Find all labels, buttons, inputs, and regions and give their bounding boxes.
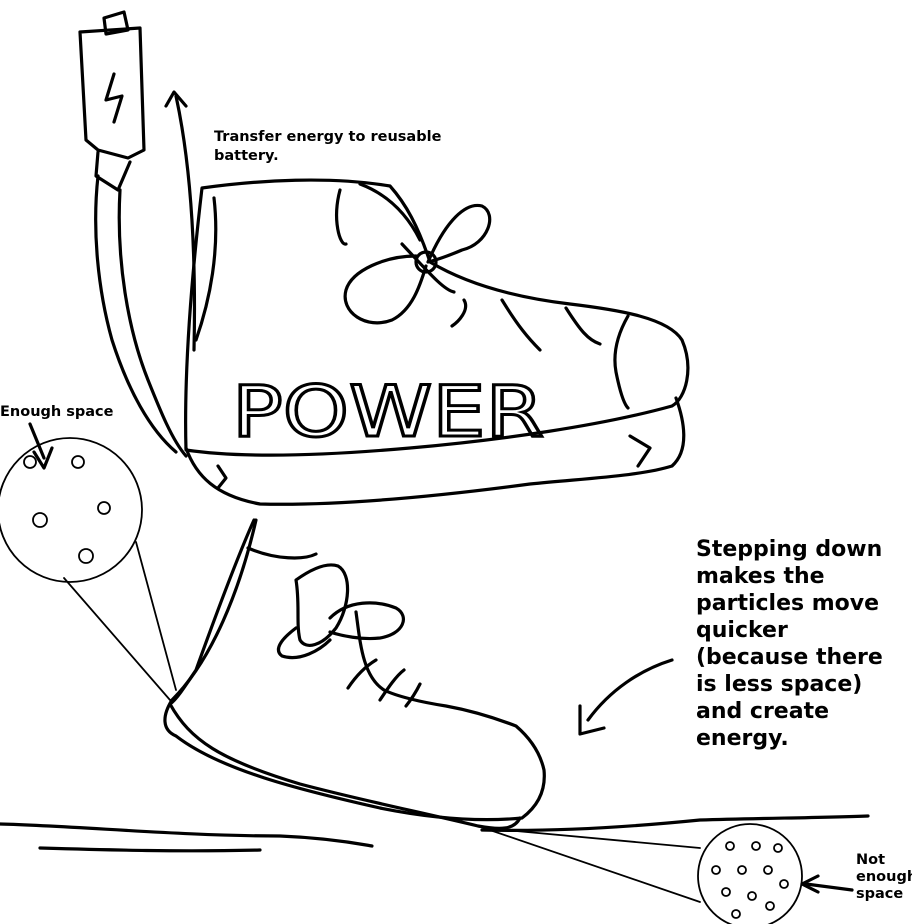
battery-cable xyxy=(94,174,178,454)
particle-circle-spread-icon xyxy=(0,422,177,701)
battery-icon xyxy=(78,10,146,192)
transfer-arrow xyxy=(164,90,197,352)
not-enough-space-label: Not enough space xyxy=(856,852,912,902)
shoe-power-text: POWER xyxy=(232,371,544,453)
ground xyxy=(0,814,870,853)
transfer-energy-label: Transfer energy to reusable battery. xyxy=(214,129,442,164)
particle-circle-packed-icon xyxy=(483,823,854,924)
battery-cable-2 xyxy=(117,188,188,458)
lower-shoe xyxy=(163,518,546,830)
enough-space-label: Enough space xyxy=(0,404,114,420)
upper-shoe xyxy=(184,178,690,506)
stepping-arrow xyxy=(578,658,674,736)
stepping-down-label: Stepping down makes the particles move q… xyxy=(696,537,883,751)
